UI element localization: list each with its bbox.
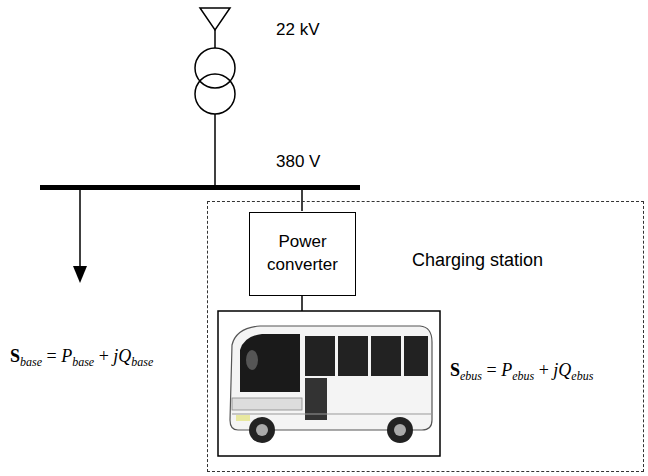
station-boundary: Charging station Power converter bbox=[207, 201, 644, 472]
voltage-label: 22 kV bbox=[276, 20, 319, 40]
load-arrowhead bbox=[73, 266, 87, 283]
converter-label: Power converter bbox=[258, 231, 347, 277]
converter-box: Power converter bbox=[249, 212, 356, 296]
wire bbox=[301, 295, 303, 311]
station-title: Charging station bbox=[412, 248, 543, 272]
wire bbox=[214, 30, 216, 48]
wire bbox=[214, 114, 216, 186]
transformer-winding bbox=[195, 74, 235, 114]
busbar bbox=[40, 185, 360, 190]
power-equation: Sbase = Pbase + jQbase bbox=[8, 346, 155, 367]
load-line bbox=[79, 190, 81, 268]
power-equation: Sebus = Pebus + jQebus bbox=[448, 360, 595, 381]
bus-picture bbox=[218, 311, 440, 456]
voltage-label: 380 V bbox=[276, 152, 320, 172]
transformer-winding bbox=[195, 48, 235, 88]
grid-symbol bbox=[200, 8, 230, 30]
